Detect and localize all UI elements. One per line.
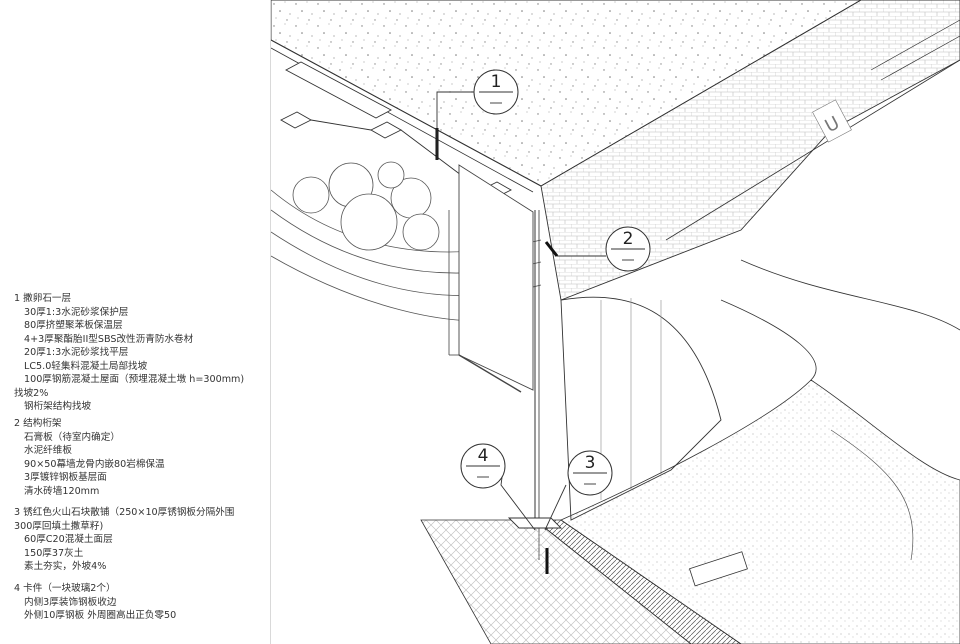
callout-4: 4 [460,443,506,489]
legend-line: 清水砖墙120mm [24,485,100,497]
legend-line: 30厚1:3水泥砂浆保护层 [24,306,129,318]
ground-curve [740,259,960,331]
brick-facade [540,0,960,301]
roof-edge [271,39,542,187]
parapet-line [880,35,960,81]
glass-panel [458,164,534,391]
callout-2-number: 2 [623,229,634,249]
legend-group-3: 3 锈红色火山石块散铺（250×10厚锈钢板分隔外围 300厚回填土撒草籽) 6… [14,506,234,574]
callout-3: 3 [567,450,613,496]
gravel-bed [560,379,960,644]
tree-canopy [292,161,440,251]
legend-group-2-heading: 2 结构桁架 [14,418,62,429]
callout-4-number: 4 [478,446,489,466]
legend-panel: 1 撒卵石一层 30厚1:3水泥砂浆保护层 80厚挤塑聚苯板保温层 4+3厚聚酯… [0,0,271,644]
glass-sill [458,354,522,393]
legend-line: 90×50幕墙龙骨内嵌80岩棉保温 [24,458,165,470]
legend-line: 外侧10厚钢板 外周圈高出正负零50 [24,610,177,621]
legend-line: 4+3厚聚酯胎II型SBS改性沥青防水卷材 [24,333,194,345]
axonometric-drawing: U [271,0,960,644]
legend-group-4: 4 卡件（一块玻璃2个） 内侧3厚装饰钢板收边 外侧10厚钢板 外周圈高出正负零… [14,582,176,623]
legend-line: 80厚挤塑聚苯板保温层 [24,320,123,331]
ground-curve [720,299,817,381]
legend-line: 内侧3厚装饰钢板收边 [24,596,117,608]
legend-line: 石膏板（待室内确定） [24,431,120,443]
legend-line: 素土夯实，外坡4% [24,561,107,572]
callout-1: 1 [473,69,519,115]
drawing-canvas: U [271,0,960,644]
legend-line: 20厚1:3水泥砂浆找平层 [24,347,129,358]
section-mark-2 [544,241,559,257]
facade-logo: U [812,99,852,143]
legend-line: 3厚镀锌钢板基层面 [24,472,107,483]
planting-edge [830,429,914,561]
callout-3-number: 3 [585,453,596,473]
facade-lower-edge [665,59,960,241]
legend-line: 60厚C20混凝土面层 [24,534,113,545]
callout-2: 2 [605,226,651,272]
legend-line: 100厚钢筋混凝土屋面（预埋混凝土墩 h=300mm) [24,374,245,385]
clip-block [507,517,563,529]
legend-group-3-heading: 3 锈红色火山石块散铺（250×10厚锈钢板分隔外围 [14,507,235,518]
legend-line: 300厚回填土撒草籽) [14,520,104,532]
bench [689,551,748,587]
legend-group-1-heading: 1 撒卵石一层 [14,293,72,304]
paving [420,519,692,644]
legend-group-2: 2 结构桁架 石膏板（待室内确定） 水泥纤维板 90×50幕墙龙骨内嵌80岩棉保… [14,417,165,498]
legend-line: 找坡2% [14,387,49,399]
legend-line: 150厚37灰土 [24,547,84,559]
legend-line: LC5.0轻集料混凝土局部找坡 [24,360,148,372]
parapet-line [870,19,960,71]
legend-line: 水泥纤维板 [24,445,72,456]
callout-1-number: 1 [491,72,502,92]
legend-group-1: 1 撒卵石一层 30厚1:3水泥砂浆保护层 80厚挤塑聚苯板保温层 4+3厚聚酯… [14,292,244,414]
legend-group-4-heading: 4 卡件（一块玻璃2个） [14,583,116,594]
legend-line: 钢桁架结构找坡 [24,401,92,412]
